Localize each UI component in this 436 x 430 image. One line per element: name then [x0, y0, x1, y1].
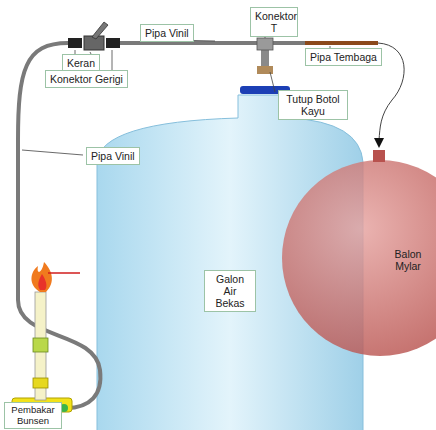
balloon-label: Balon Mylar	[386, 246, 430, 274]
callout-box: Pipa Vinil	[86, 147, 140, 165]
label-text: Pipa Vinil	[145, 27, 189, 39]
copper-pipe	[305, 41, 378, 45]
air-collar	[33, 338, 48, 352]
callout-box: Konektor Gerigi	[45, 70, 128, 88]
balloon-nozzle	[373, 150, 385, 162]
flame-core	[38, 274, 46, 290]
leader-line	[22, 150, 83, 155]
t-connector	[257, 38, 273, 50]
valve-handle	[92, 22, 108, 39]
label-text: Galon Air Bekas	[209, 273, 251, 309]
barb-connector	[68, 38, 82, 48]
leader-line	[112, 50, 113, 70]
label-text: Konektor T	[255, 10, 293, 34]
label-text: Pipa Tembaga	[310, 51, 377, 63]
burner-collar	[33, 378, 48, 388]
leader-line	[270, 72, 275, 92]
label-text: Keran	[67, 57, 95, 69]
heat-line	[48, 272, 80, 274]
t-stem	[261, 50, 269, 68]
callout-box: Konektor T	[250, 7, 298, 37]
mylar-balloon	[282, 160, 436, 356]
callout-box: Pipa Tembaga	[305, 48, 382, 66]
label-text: Tutup Botol Kayu	[283, 93, 343, 117]
barb-connector	[106, 38, 120, 48]
flame	[32, 262, 52, 292]
vinyl-tube	[18, 43, 100, 408]
callout-box: Pipa Vinil	[140, 24, 194, 42]
callout-box: Tutup Botol Kayu	[278, 90, 348, 120]
arrow-head	[374, 138, 384, 148]
label-text: Pembakar Bunsen	[9, 405, 57, 426]
label-text: Pipa Vinil	[91, 150, 135, 162]
label-text: Balon Mylar	[390, 248, 426, 272]
callout-box: Pembakar Bunsen	[4, 402, 62, 429]
label-text: Konektor Gerigi	[50, 73, 123, 85]
jug-label: Galon Air Bekas	[204, 270, 256, 312]
